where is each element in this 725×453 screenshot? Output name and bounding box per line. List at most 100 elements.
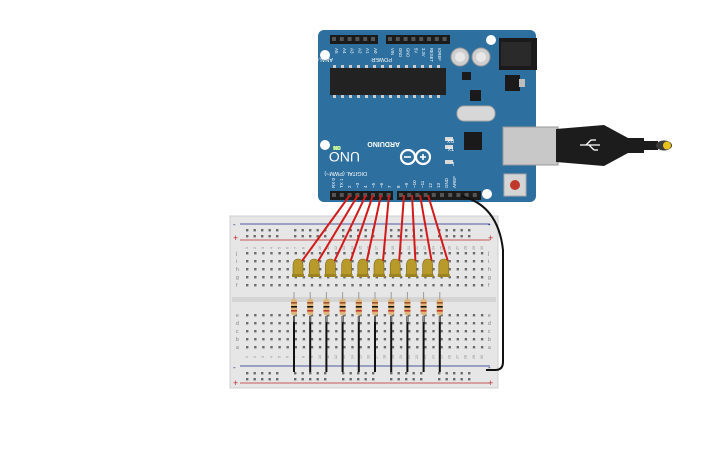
digital-pin-label: AREF: [452, 176, 457, 188]
breadboard-hole: [270, 346, 273, 349]
header-pin: [411, 37, 416, 41]
signal-wire: [301, 194, 351, 262]
rail-hole: [316, 235, 319, 238]
rail-hole: [294, 378, 297, 381]
rail-hole: [445, 372, 448, 375]
rx-label: RX: [446, 137, 454, 143]
column-number: 3: [261, 356, 265, 358]
rail-hole: [372, 378, 375, 381]
rail-hole: [357, 372, 360, 375]
column-number: 22: [415, 246, 419, 250]
breadboard-hole: [448, 276, 451, 279]
column-number: 15: [358, 355, 362, 359]
breadboard-hole: [399, 260, 403, 263]
breadboard-hole: [343, 252, 346, 255]
breadboard-hole: [432, 252, 435, 255]
breadboard-hole: [254, 268, 257, 271]
column-number: 19: [391, 246, 395, 250]
row-letter: h: [488, 267, 491, 273]
led: [292, 258, 304, 277]
chip-leg: [437, 95, 440, 98]
row-letter: h: [236, 267, 239, 273]
chip-leg: [421, 95, 424, 98]
signal-wires: [301, 194, 449, 262]
chip-leg: [437, 65, 440, 68]
breadboard-hole: [294, 322, 297, 325]
on-led-label: ON: [333, 144, 341, 150]
chip-leg: [333, 65, 336, 68]
resistor-band: [420, 302, 427, 304]
breadboard-hole: [246, 252, 249, 255]
led-base: [389, 274, 402, 277]
breadboard-hole: [246, 276, 249, 279]
rail-hole: [468, 378, 471, 381]
breadboard-hole: [375, 284, 378, 287]
led: [406, 258, 417, 277]
breadboard-hole: [270, 330, 273, 333]
rail-hole: [397, 378, 400, 381]
breadboard-hole: [359, 284, 362, 287]
breadboard-hole: [416, 330, 419, 333]
breadboard-hole: [343, 346, 346, 349]
rail-hole: [438, 378, 441, 381]
digital-pin-label: 4: [363, 185, 368, 188]
breadboard-hole: [318, 260, 322, 263]
row-letter: g: [236, 275, 239, 281]
breadboard-hole: [302, 276, 306, 279]
chip-leg: [397, 95, 400, 98]
rail-hole: [349, 372, 352, 375]
breadboard-hole: [246, 322, 249, 325]
led: [422, 258, 433, 277]
column-number: 7: [294, 247, 298, 249]
rail-plus-label-bottom-left: +: [233, 378, 238, 388]
breadboard-hole: [383, 268, 387, 271]
resistor-band: [420, 310, 427, 312]
signal-wire: [382, 194, 390, 262]
breadboard-hole: [302, 338, 306, 341]
breadboard-hole: [254, 330, 257, 333]
center-channel: [232, 297, 496, 302]
rail-hole: [349, 229, 352, 232]
row-letter: e: [236, 313, 239, 319]
breadboard-hole: [286, 276, 289, 279]
breadboard-hole: [359, 338, 362, 341]
chip-leg: [365, 65, 368, 68]
breadboard-hole: [391, 330, 395, 333]
breadboard-hole: [278, 314, 281, 317]
breadboard-hole: [286, 346, 289, 349]
breadboard-hole: [399, 252, 403, 255]
tx-led: [445, 145, 453, 149]
breadboard-hole: [464, 284, 468, 287]
breadboard-hole: [464, 314, 468, 317]
resistor-band: [323, 310, 330, 312]
column-number: 7: [294, 356, 298, 358]
breadboard-hole: [456, 338, 459, 341]
row-letter: f: [488, 283, 490, 289]
breadboard-hole: [383, 260, 387, 263]
breadboard-hole: [448, 338, 451, 341]
rail-minus-label-top-left: -: [233, 220, 236, 229]
rail-hole: [276, 372, 279, 375]
column-number: 29: [472, 355, 476, 359]
l-led: [445, 160, 453, 164]
rail-hole: [412, 378, 415, 381]
led-base: [292, 274, 304, 277]
power-pin-label: IOREF: [437, 48, 442, 61]
header-pin: [440, 193, 444, 197]
rail-hole: [253, 229, 256, 232]
breadboard-hole: [464, 252, 468, 255]
breadboard-hole: [383, 314, 387, 317]
rail-plus-label-top-left: +: [233, 233, 238, 243]
rail-hole: [405, 372, 408, 375]
led-base: [373, 274, 385, 277]
column-number: 18: [383, 355, 387, 359]
breadboard-hole: [302, 322, 306, 325]
rail-hole: [246, 378, 249, 381]
arduino-logo-icon: [399, 148, 432, 166]
breadboard-hole: [278, 276, 281, 279]
breadboard-hole: [472, 276, 476, 279]
rail-minus-label-top-right: -: [488, 220, 491, 229]
breadboard-hole: [472, 322, 476, 325]
rail-hole: [246, 229, 249, 232]
